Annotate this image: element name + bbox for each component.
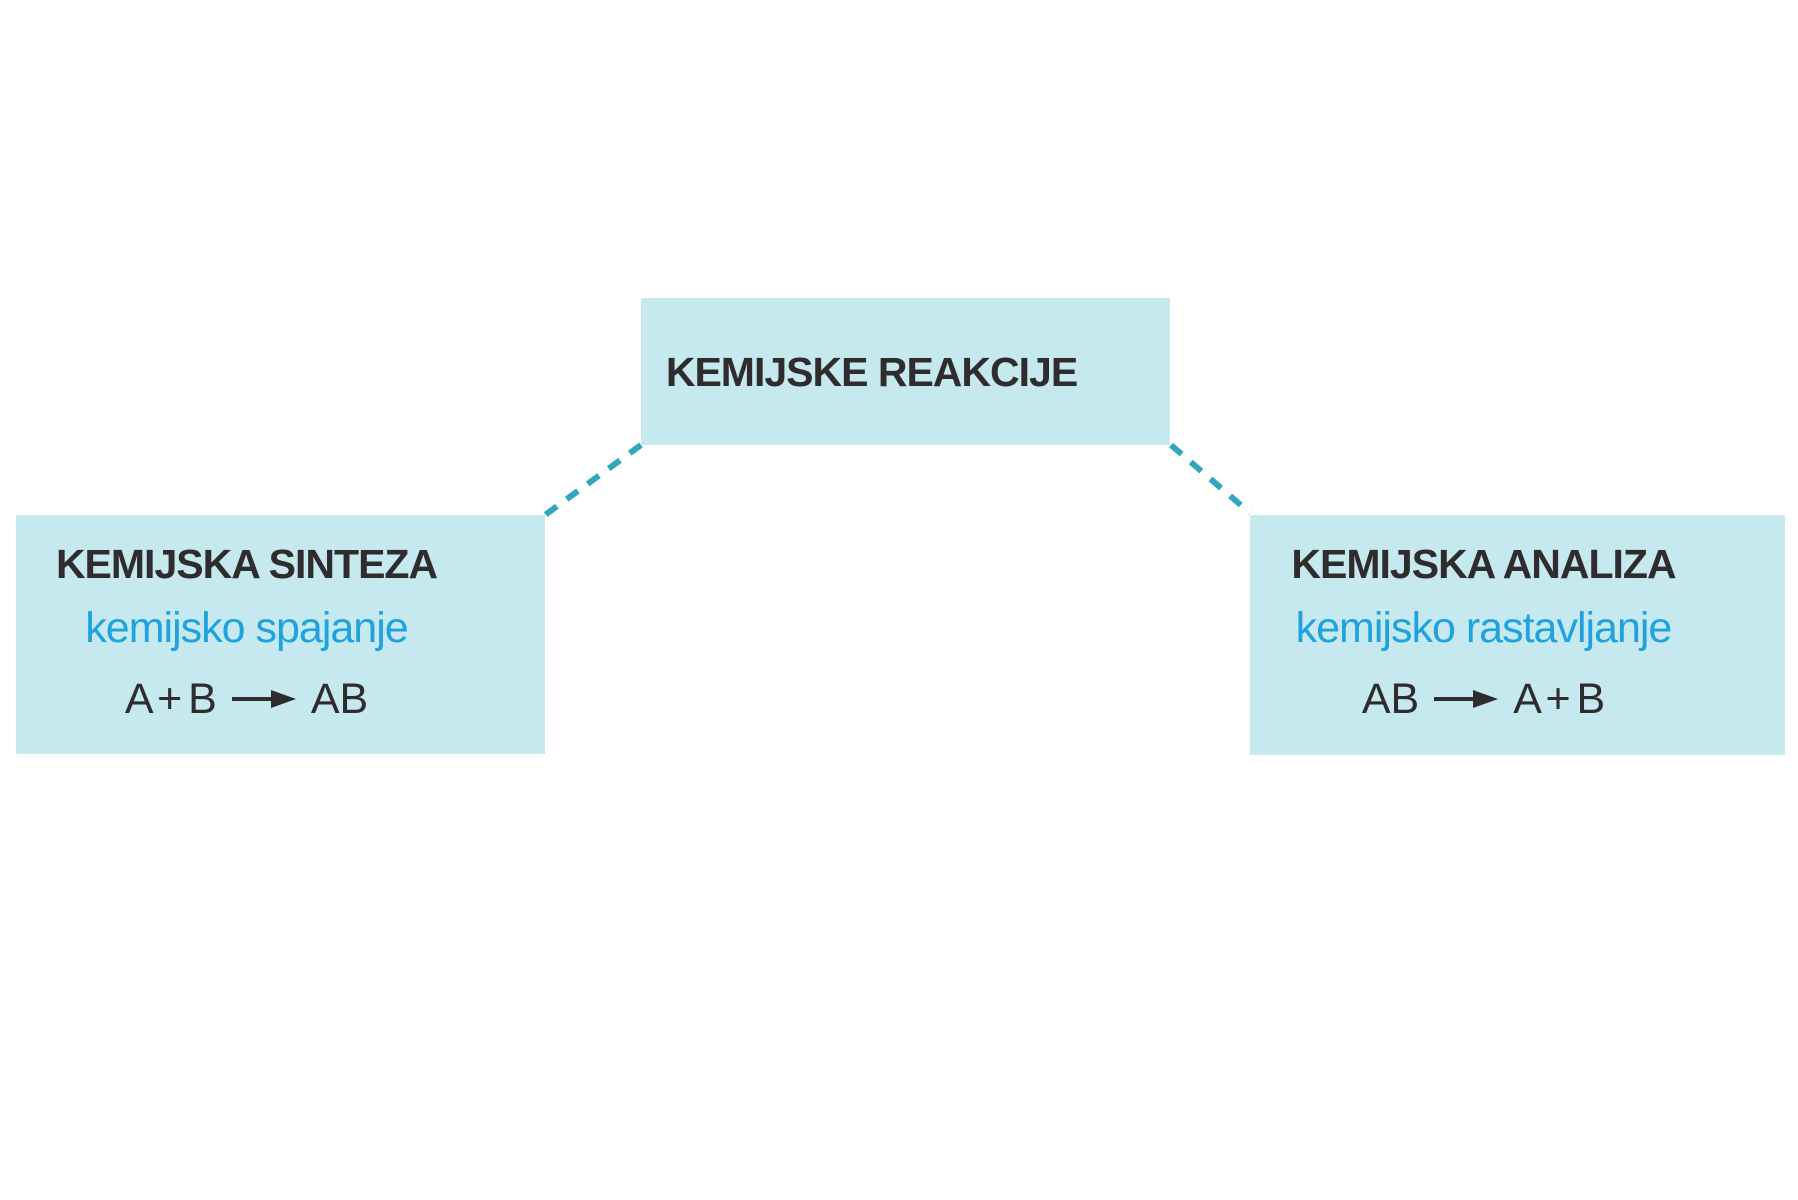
analysis-formula-rhs: A + B <box>1513 675 1606 723</box>
right-arrow-icon <box>1434 690 1499 708</box>
right-arrow-icon <box>231 689 296 708</box>
analysis-node-subtitle: kemijsko rastavljanje <box>1295 604 1673 652</box>
root-node-title: KEMIJSKE REAKCIJE <box>665 348 1078 395</box>
synthesis-node-subtitle: kemijsko spajanje <box>85 603 408 652</box>
synthesis-formula-lhs: A + B <box>124 674 217 723</box>
synthesis-formula: A + B AB <box>125 664 368 734</box>
node-chemical-synthesis: KEMIJSKA SINTEZA kemijsko spajanje A + B… <box>16 515 545 754</box>
connector-right-dashed-line <box>1169 442 1252 516</box>
analysis-formula-lhs: AB <box>1361 675 1420 723</box>
analysis-formula: AB A + B <box>1362 664 1605 734</box>
synthesis-node-title: KEMIJSKA SINTEZA <box>55 540 438 587</box>
analysis-node-title: KEMIJSKA ANALIZA <box>1291 541 1676 587</box>
node-chemical-analysis: KEMIJSKA ANALIZA kemijsko rastavljanje A… <box>1250 515 1785 755</box>
node-chemical-reactions: KEMIJSKE REAKCIJE <box>641 298 1170 445</box>
connector-left-dashed-line <box>543 442 643 518</box>
synthesis-formula-rhs: AB <box>310 674 369 723</box>
